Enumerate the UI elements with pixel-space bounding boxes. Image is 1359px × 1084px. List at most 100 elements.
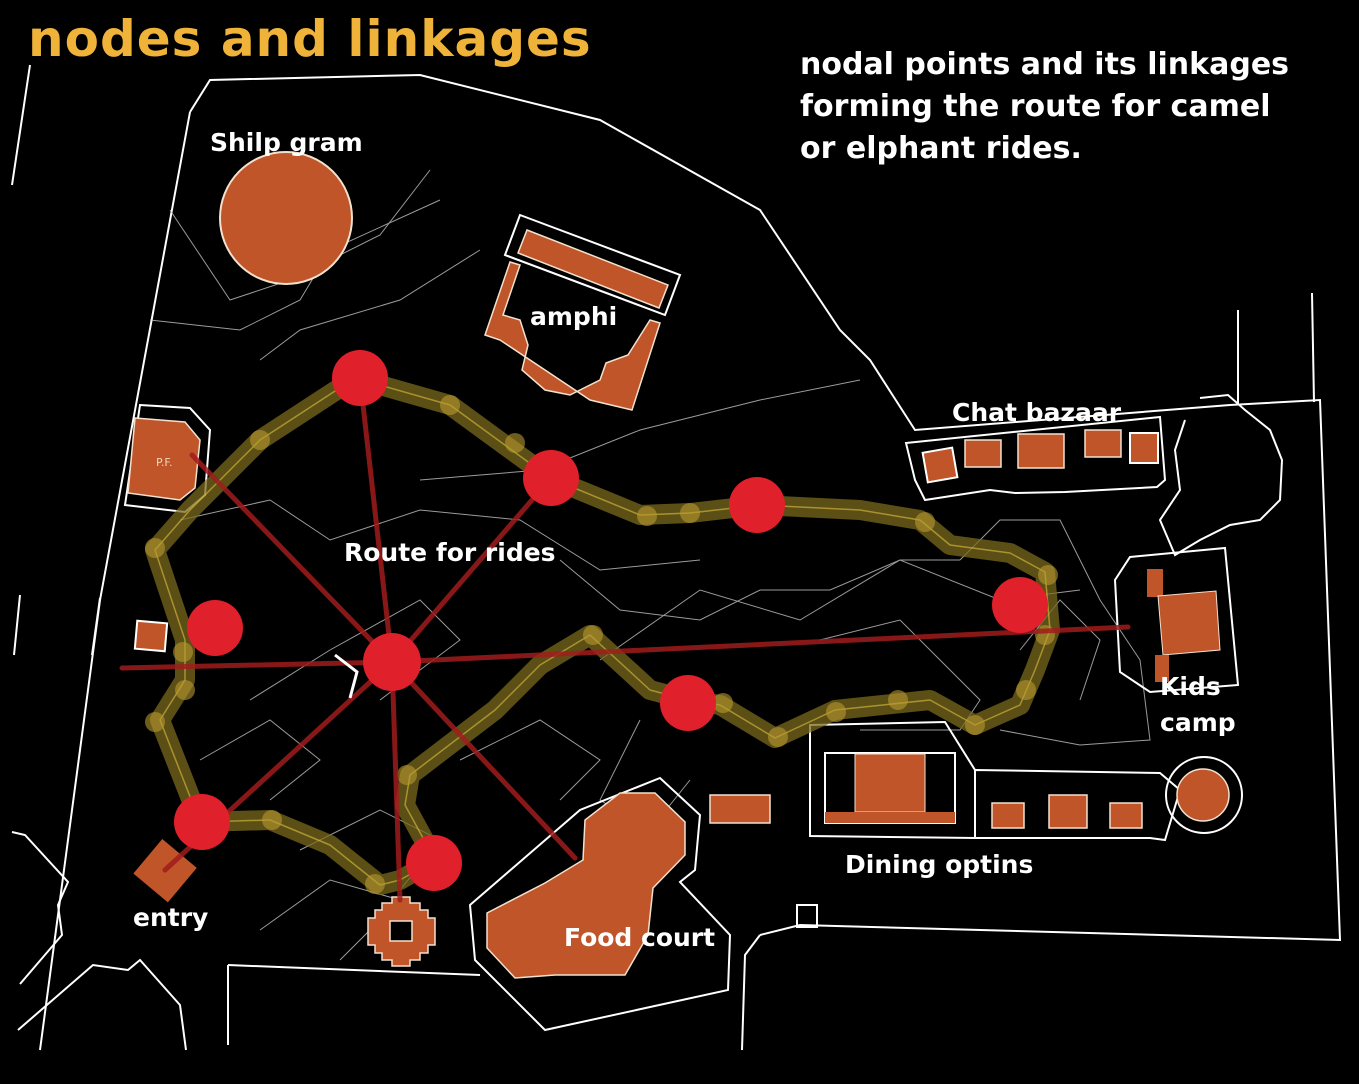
linkage-to-shrine: [389, 659, 403, 903]
node-kids-camp[interactable]: [992, 577, 1048, 633]
chat-bazaar-stall-3: [1017, 433, 1065, 469]
chat-bazaar-stall-1: [921, 446, 959, 484]
route-waypoint: [888, 690, 908, 710]
description-line: or elphant rides.: [800, 131, 1082, 166]
route-waypoint: [1016, 680, 1036, 700]
nodes: [174, 350, 1048, 891]
dining-stall-1: [991, 802, 1025, 829]
label-kids: Kids: [1160, 672, 1221, 701]
node-south-route[interactable]: [660, 675, 716, 731]
kids-camp-main-block: [1157, 590, 1221, 656]
dining-hall: [854, 753, 926, 813]
food-court-frame: [468, 776, 732, 1032]
dining-stall-3: [1109, 802, 1143, 829]
pond-outline: [1158, 393, 1284, 557]
route-waypoint: [505, 433, 525, 453]
description-line: nodal points and its linkages: [800, 47, 1290, 82]
pf-building: [127, 417, 201, 501]
linkage-to-shilp-gram-node: [357, 375, 395, 665]
dining-rotunda-ring: [1165, 756, 1243, 834]
route-waypoints: [145, 395, 1058, 894]
label-chat-bazaar: Chat bazaar: [952, 398, 1122, 427]
kids-camp-frame: [1113, 546, 1240, 694]
label-food-court: Food court: [564, 923, 716, 952]
route-centerline: [154, 377, 1051, 886]
route-waypoint: [145, 538, 165, 558]
chat-bazaar-stall-2: [964, 439, 1002, 468]
linkages: [119, 375, 1131, 903]
route-waypoint: [173, 642, 193, 662]
node-north[interactable]: [332, 350, 388, 406]
label-camp: camp: [1160, 708, 1236, 737]
description: nodal points and its linkages forming th…: [800, 44, 1320, 170]
node-west[interactable]: [187, 600, 243, 656]
route-waypoint: [637, 506, 657, 526]
food-court-building: [486, 792, 686, 979]
linkage-to-pf: [189, 452, 395, 665]
label-shilp-gram: Shilp gram: [210, 128, 363, 157]
road-south-edge: [227, 964, 481, 976]
label-route-for-rides: Route for rides: [344, 538, 556, 567]
node-hub[interactable]: [363, 633, 421, 691]
left-edge-mark-b: [91, 597, 101, 656]
linkage-to-amphi-node: [389, 475, 554, 665]
dining-hall-strip: [825, 812, 955, 823]
route-waypoint: [175, 680, 195, 700]
route-waypoint: [915, 512, 935, 532]
route-waypoint: [1038, 565, 1058, 585]
linkage-to-food-court: [389, 659, 578, 861]
shilp-gram-building: [219, 151, 353, 285]
node-shrine[interactable]: [406, 835, 462, 891]
route-waypoint: [768, 727, 788, 747]
boundary-east: [759, 398, 1342, 942]
boundary-south-gate: [741, 934, 761, 1051]
dining-stall-2: [1048, 794, 1088, 829]
amphi-frame: [503, 213, 682, 317]
linkage-to-kids-camp: [389, 624, 1131, 665]
route-waypoint: [713, 693, 733, 713]
node-entry[interactable]: [174, 794, 230, 850]
road-west-a: [11, 831, 70, 985]
amphi-seating: [484, 261, 661, 411]
hub-marker: [334, 653, 359, 699]
route-waypoint: [145, 712, 165, 732]
gate-post: [796, 904, 818, 928]
label-pf: P.F.: [156, 456, 173, 469]
dining-rotunda: [1176, 768, 1230, 822]
page-title: nodes and linkages: [28, 10, 592, 68]
dining-frame-east: [974, 768, 1182, 842]
left-edge-mark: [13, 594, 21, 656]
route-waypoint: [965, 715, 985, 735]
chat-bazaar-frame: [904, 415, 1167, 502]
label-amphi: amphi: [530, 302, 618, 331]
boundary-far-west: [11, 64, 31, 186]
description-line: forming the route for camel: [800, 89, 1271, 124]
small-kiosk: [133, 619, 169, 653]
route-waypoint: [397, 765, 417, 785]
route-waypoint: [583, 625, 603, 645]
kids-camp-block-lower: [1155, 655, 1169, 682]
label-entry: entry: [133, 903, 209, 932]
kids-camp-block-small: [1147, 569, 1163, 597]
route-waypoint: [1035, 625, 1055, 645]
small-block-east-of-food-court: [709, 794, 771, 824]
route-waypoint: [680, 503, 700, 523]
boundary-east-post-b: [1311, 292, 1315, 403]
chat-bazaar-stall-5: [1129, 432, 1159, 464]
site-boundary: [11, 64, 1342, 1051]
route-waypoint: [365, 874, 385, 894]
shrine-core: [389, 920, 413, 942]
label-dining-options: Dining optins: [845, 850, 1034, 879]
route-waypoint: [440, 395, 460, 415]
chat-bazaar-stall-4: [1084, 429, 1122, 458]
route-waypoint: [826, 702, 846, 722]
road-west-b: [17, 958, 187, 1051]
ride-route: [145, 368, 1060, 895]
route-waypoint: [250, 430, 270, 450]
buildings: [123, 151, 1243, 1032]
node-amphi[interactable]: [523, 450, 579, 506]
node-east-route[interactable]: [729, 477, 785, 533]
amphi-stage-block: [517, 229, 669, 309]
